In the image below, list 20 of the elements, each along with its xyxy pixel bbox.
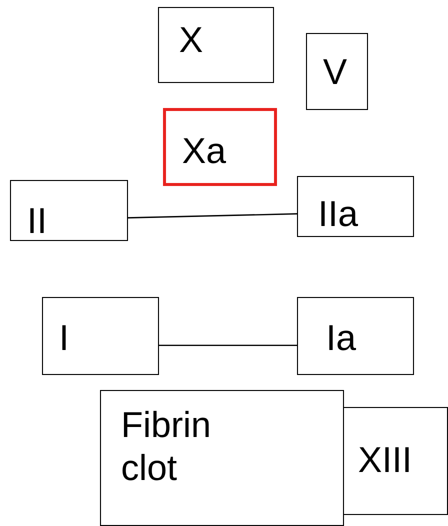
factor-label: Xa <box>182 129 226 172</box>
factor-label: X <box>179 18 204 62</box>
factor-label: Fibrin clot <box>121 403 212 490</box>
factor-box <box>297 176 414 237</box>
factor-label: II <box>27 199 48 242</box>
factor-box <box>158 7 274 83</box>
factor-box <box>10 180 128 241</box>
connector-line <box>159 344 297 346</box>
factor-label: Ia <box>326 316 356 360</box>
factor-box <box>42 297 159 375</box>
factor-label: V <box>323 50 348 94</box>
highlighted-factor-box <box>163 108 277 186</box>
factor-box <box>306 33 368 110</box>
factor-label: I <box>59 316 70 360</box>
factor-box <box>343 407 448 515</box>
factor-label: XIII <box>358 438 412 482</box>
connector-line <box>128 213 298 218</box>
factor-box <box>100 390 344 526</box>
factor-box <box>297 297 414 375</box>
factor-label: IIa <box>318 192 358 236</box>
